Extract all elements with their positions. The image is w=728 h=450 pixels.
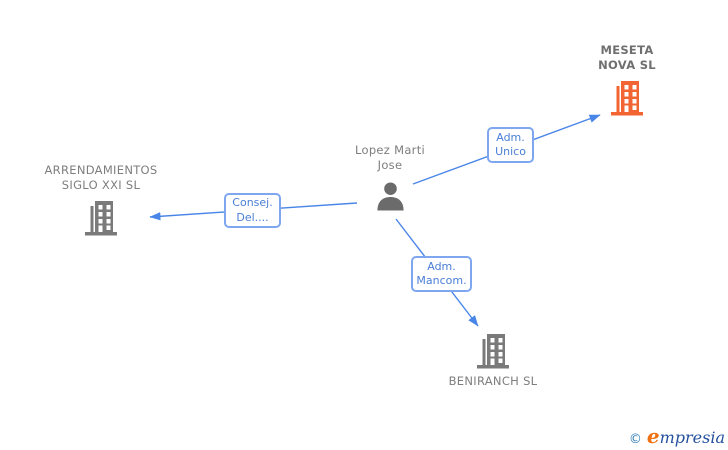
relation-text: Adm. (427, 259, 456, 273)
building-icon (85, 201, 117, 236)
relation-text: Consej. (232, 196, 273, 209)
company-node-meseta-nova[interactable]: MESETA NOVA SL (560, 43, 694, 117)
person-name: Lopez Marti Jose (354, 143, 425, 172)
relation-label-adm-mancom[interactable]: Adm. Mancom. (411, 256, 472, 292)
relation-text: Mancom. (416, 274, 467, 287)
relation-text: Adm. (496, 130, 525, 144)
relation-text: Del.... (236, 210, 269, 224)
company-node-beniranch[interactable]: BENIRANCH SL (420, 332, 566, 389)
person-node-lopez-marti-jose[interactable]: Lopez Marti Jose (320, 143, 460, 211)
company-name: ARRENDAMIENTOS SIGLO XXI SL (44, 163, 158, 192)
empresia-logo: empresia (647, 424, 725, 448)
building-icon (477, 334, 509, 369)
relation-text: Unico (495, 145, 526, 158)
copyright-icon: © (628, 432, 642, 447)
company-node-arrendamientos[interactable]: ARRENDAMIENTOS SIGLO XXI SL (23, 163, 179, 237)
logo-letter-e: e (646, 424, 660, 448)
person-icon (376, 182, 404, 211)
empresia-watermark: © empresia (629, 424, 725, 448)
relation-label-adm-unico[interactable]: Adm. Unico (487, 127, 534, 163)
logo-text: mpresia (659, 428, 725, 447)
building-icon (611, 81, 643, 116)
relation-label-consej-del[interactable]: Consej. Del.... (224, 193, 281, 228)
company-name: MESETA NOVA SL (598, 43, 656, 72)
company-name: BENIRANCH SL (448, 374, 538, 388)
